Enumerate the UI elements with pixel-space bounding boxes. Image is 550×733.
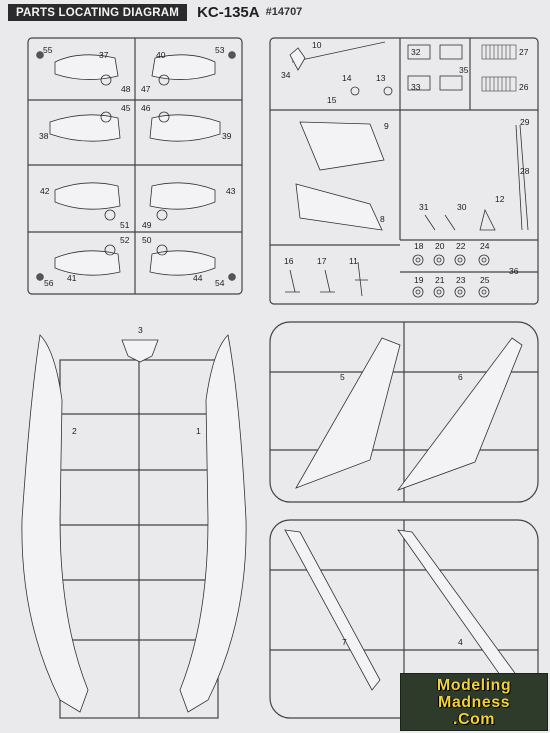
part-label: 20 <box>435 241 445 251</box>
part-label: 28 <box>520 166 530 176</box>
part-label: 30 <box>457 202 467 212</box>
part-label: 17 <box>317 256 327 266</box>
part-label: 40 <box>156 50 166 60</box>
part-label: 38 <box>39 131 49 141</box>
sprue-wings-upper <box>269 321 539 503</box>
model-name: KC-135A <box>197 3 260 21</box>
part-label: 53 <box>215 45 225 55</box>
part-label: 23 <box>456 275 466 285</box>
part-label: 54 <box>215 278 225 288</box>
part-label: 41 <box>67 273 77 283</box>
part-label: 8 <box>380 214 385 224</box>
part-label: 16 <box>284 256 294 266</box>
part-label: 55 <box>43 45 53 55</box>
part-label: 14 <box>342 73 352 83</box>
part-number-labels: 1 2 3 4 5 6 7 8 9 10 11 12 13 14 15 16 1… <box>39 40 530 647</box>
diagram-title-badge: PARTS LOCATING DIAGRAM <box>8 3 188 21</box>
part-label: 9 <box>384 121 389 131</box>
sprue-wings-lower <box>269 519 539 719</box>
part-label: 49 <box>142 220 152 230</box>
part-label: 11 <box>349 256 358 266</box>
part-label: 4 <box>458 637 463 647</box>
part-label: 5 <box>340 372 345 382</box>
part-label: 13 <box>376 73 386 83</box>
part-label: 36 <box>509 266 519 276</box>
part-label: 50 <box>142 235 152 245</box>
part-label: 46 <box>141 103 151 113</box>
part-label: 42 <box>40 186 50 196</box>
part-label: 12 <box>495 194 505 204</box>
watermark-line: .Com <box>453 710 495 728</box>
part-label: 48 <box>121 84 131 94</box>
part-label: 22 <box>456 241 466 251</box>
part-label: 31 <box>419 202 429 212</box>
part-label: 25 <box>480 275 490 285</box>
part-label: 35 <box>459 65 469 75</box>
part-label: 7 <box>342 637 347 647</box>
part-label: 29 <box>520 117 530 127</box>
part-label: 33 <box>411 82 421 92</box>
part-label: 44 <box>193 273 203 283</box>
part-label: 37 <box>99 50 109 60</box>
sprue-engines <box>27 37 243 295</box>
part-label: 32 <box>411 47 421 57</box>
part-label: 51 <box>120 220 130 230</box>
part-label: 26 <box>519 82 529 92</box>
part-label: 6 <box>458 372 463 382</box>
part-label: 3 <box>138 325 143 335</box>
part-label: 15 <box>327 95 337 105</box>
part-label: 10 <box>312 40 322 50</box>
part-label: 52 <box>120 235 130 245</box>
part-label: 43 <box>226 186 236 196</box>
part-label: 24 <box>480 241 490 251</box>
sprue-small-parts <box>269 37 539 305</box>
page-header: PARTS LOCATING DIAGRAM KC-135A #14707 <box>8 3 302 21</box>
part-label: 39 <box>222 131 232 141</box>
part-label: 18 <box>414 241 424 251</box>
watermark-line: Madness <box>438 693 510 711</box>
part-label: 45 <box>121 103 131 113</box>
part-label: 47 <box>141 84 151 94</box>
kit-number: #14707 <box>265 6 303 18</box>
part-label: 27 <box>519 47 529 57</box>
part-label: 2 <box>72 426 77 436</box>
part-label: 19 <box>414 275 424 285</box>
sprue-fuselage <box>21 334 247 719</box>
part-label: 34 <box>281 70 291 80</box>
part-label: 21 <box>435 275 445 285</box>
watermark-line: Modeling <box>436 676 512 694</box>
part-label: 1 <box>196 426 201 436</box>
part-label: 56 <box>44 278 54 288</box>
modeling-madness-watermark: Modeling Madness .Com <box>400 673 548 731</box>
